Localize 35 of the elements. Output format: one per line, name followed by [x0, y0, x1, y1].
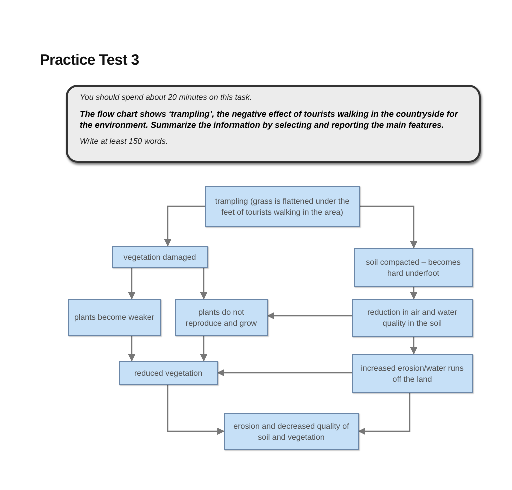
box-text: increased erosion/water runs off the land — [360, 362, 465, 384]
arrow — [217, 369, 352, 377]
box-text: vegetation damaged — [124, 252, 196, 262]
arrow — [410, 337, 418, 355]
arrow — [128, 268, 136, 300]
arrow — [267, 312, 352, 320]
process-box — [175, 299, 268, 336]
arrow — [358, 393, 411, 436]
arrow — [200, 336, 208, 362]
box-text: reduced vegetation — [134, 368, 203, 378]
process-box — [352, 299, 473, 337]
instruction-text: Write at least 150 words. — [80, 137, 170, 147]
arrow — [200, 268, 208, 300]
box-text: reduction in air and water quality in the soil — [366, 307, 458, 329]
box-text: erosion and decreased quality of soil and vegetation — [232, 420, 350, 442]
arrow — [360, 206, 418, 249]
box-text: soil compacted – becomes hard underfoot — [365, 256, 462, 278]
process-box — [224, 413, 359, 450]
arrow — [164, 206, 205, 247]
arrow — [128, 336, 136, 362]
page-title: Practice Test 3 — [40, 51, 140, 71]
process-box — [112, 246, 208, 268]
instruction-text: You should spend about 20 minutes on this task. — [80, 93, 254, 103]
instruction-text: The flow chart shows ‘trampling’, the negative effect of tourists walking in the countryside for the environment. Summarize the information by selecting and reporting the main features. — [80, 109, 460, 131]
process-box — [352, 354, 473, 393]
process-box — [205, 186, 360, 227]
process-box — [119, 361, 218, 385]
arrow — [167, 385, 225, 436]
box-text: plants do not reproduce and grow — [184, 306, 258, 328]
task-instructions-box — [66, 85, 481, 163]
arrow — [410, 287, 418, 300]
box-text: plants become weaker — [74, 312, 155, 323]
process-box — [354, 248, 473, 287]
box-text: trampling (grass is flattened under the feet of tourists walking in the area) — [214, 196, 351, 218]
process-box — [68, 299, 161, 336]
